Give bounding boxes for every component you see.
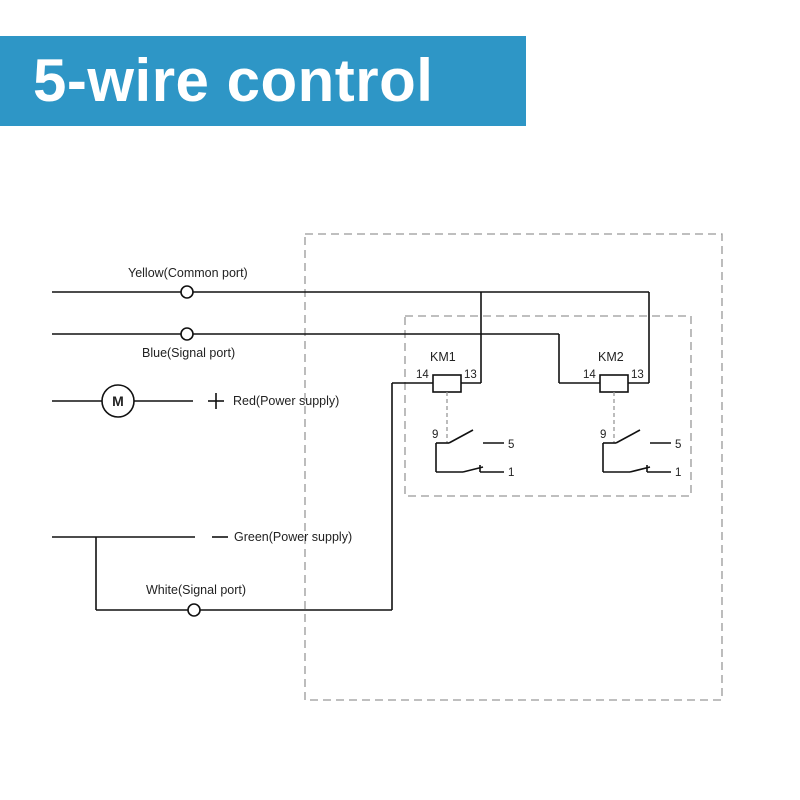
km2-pin-5: 5 (675, 439, 681, 451)
motor-label: M (112, 393, 124, 409)
km1-pin-14: 14 (416, 369, 429, 381)
km2-coil (599, 374, 629, 393)
relay-enclosure (404, 315, 692, 497)
km1-coil (432, 374, 462, 393)
km2-pin-13: 13 (631, 369, 644, 381)
white-wire-label: White(Signal port) (146, 583, 246, 597)
white-port-connector (187, 603, 201, 617)
title-banner: 5-wire control (0, 36, 526, 126)
motor-symbol (101, 384, 135, 418)
yellow-wire (52, 291, 650, 384)
relay-km2 (599, 374, 671, 473)
blue-wire (52, 333, 600, 384)
red-wire-label: Red(Power supply) (233, 394, 339, 408)
yellow-port-connector (180, 285, 194, 299)
km2-pin-14: 14 (583, 369, 596, 381)
km1-pin-13: 13 (464, 369, 477, 381)
km1-pin-1: 1 (508, 467, 514, 479)
km2-pin-9: 9 (600, 429, 606, 441)
green-wire (52, 536, 228, 610)
white-wire (96, 382, 433, 611)
km1-pin-5: 5 (508, 439, 514, 451)
km1-label: KM1 (430, 350, 456, 364)
page-title: 5-wire control (33, 47, 434, 114)
green-wire-label: Green(Power supply) (234, 530, 352, 544)
blue-wire-label: Blue(Signal port) (142, 346, 235, 360)
km2-label: KM2 (598, 350, 624, 364)
red-wire (52, 393, 224, 409)
controller-enclosure (304, 233, 723, 701)
blue-port-connector (180, 327, 194, 341)
km2-pin-1: 1 (675, 467, 681, 479)
km1-pin-9: 9 (432, 429, 438, 441)
relay-km1 (432, 374, 504, 473)
yellow-wire-label: Yellow(Common port) (128, 266, 248, 280)
